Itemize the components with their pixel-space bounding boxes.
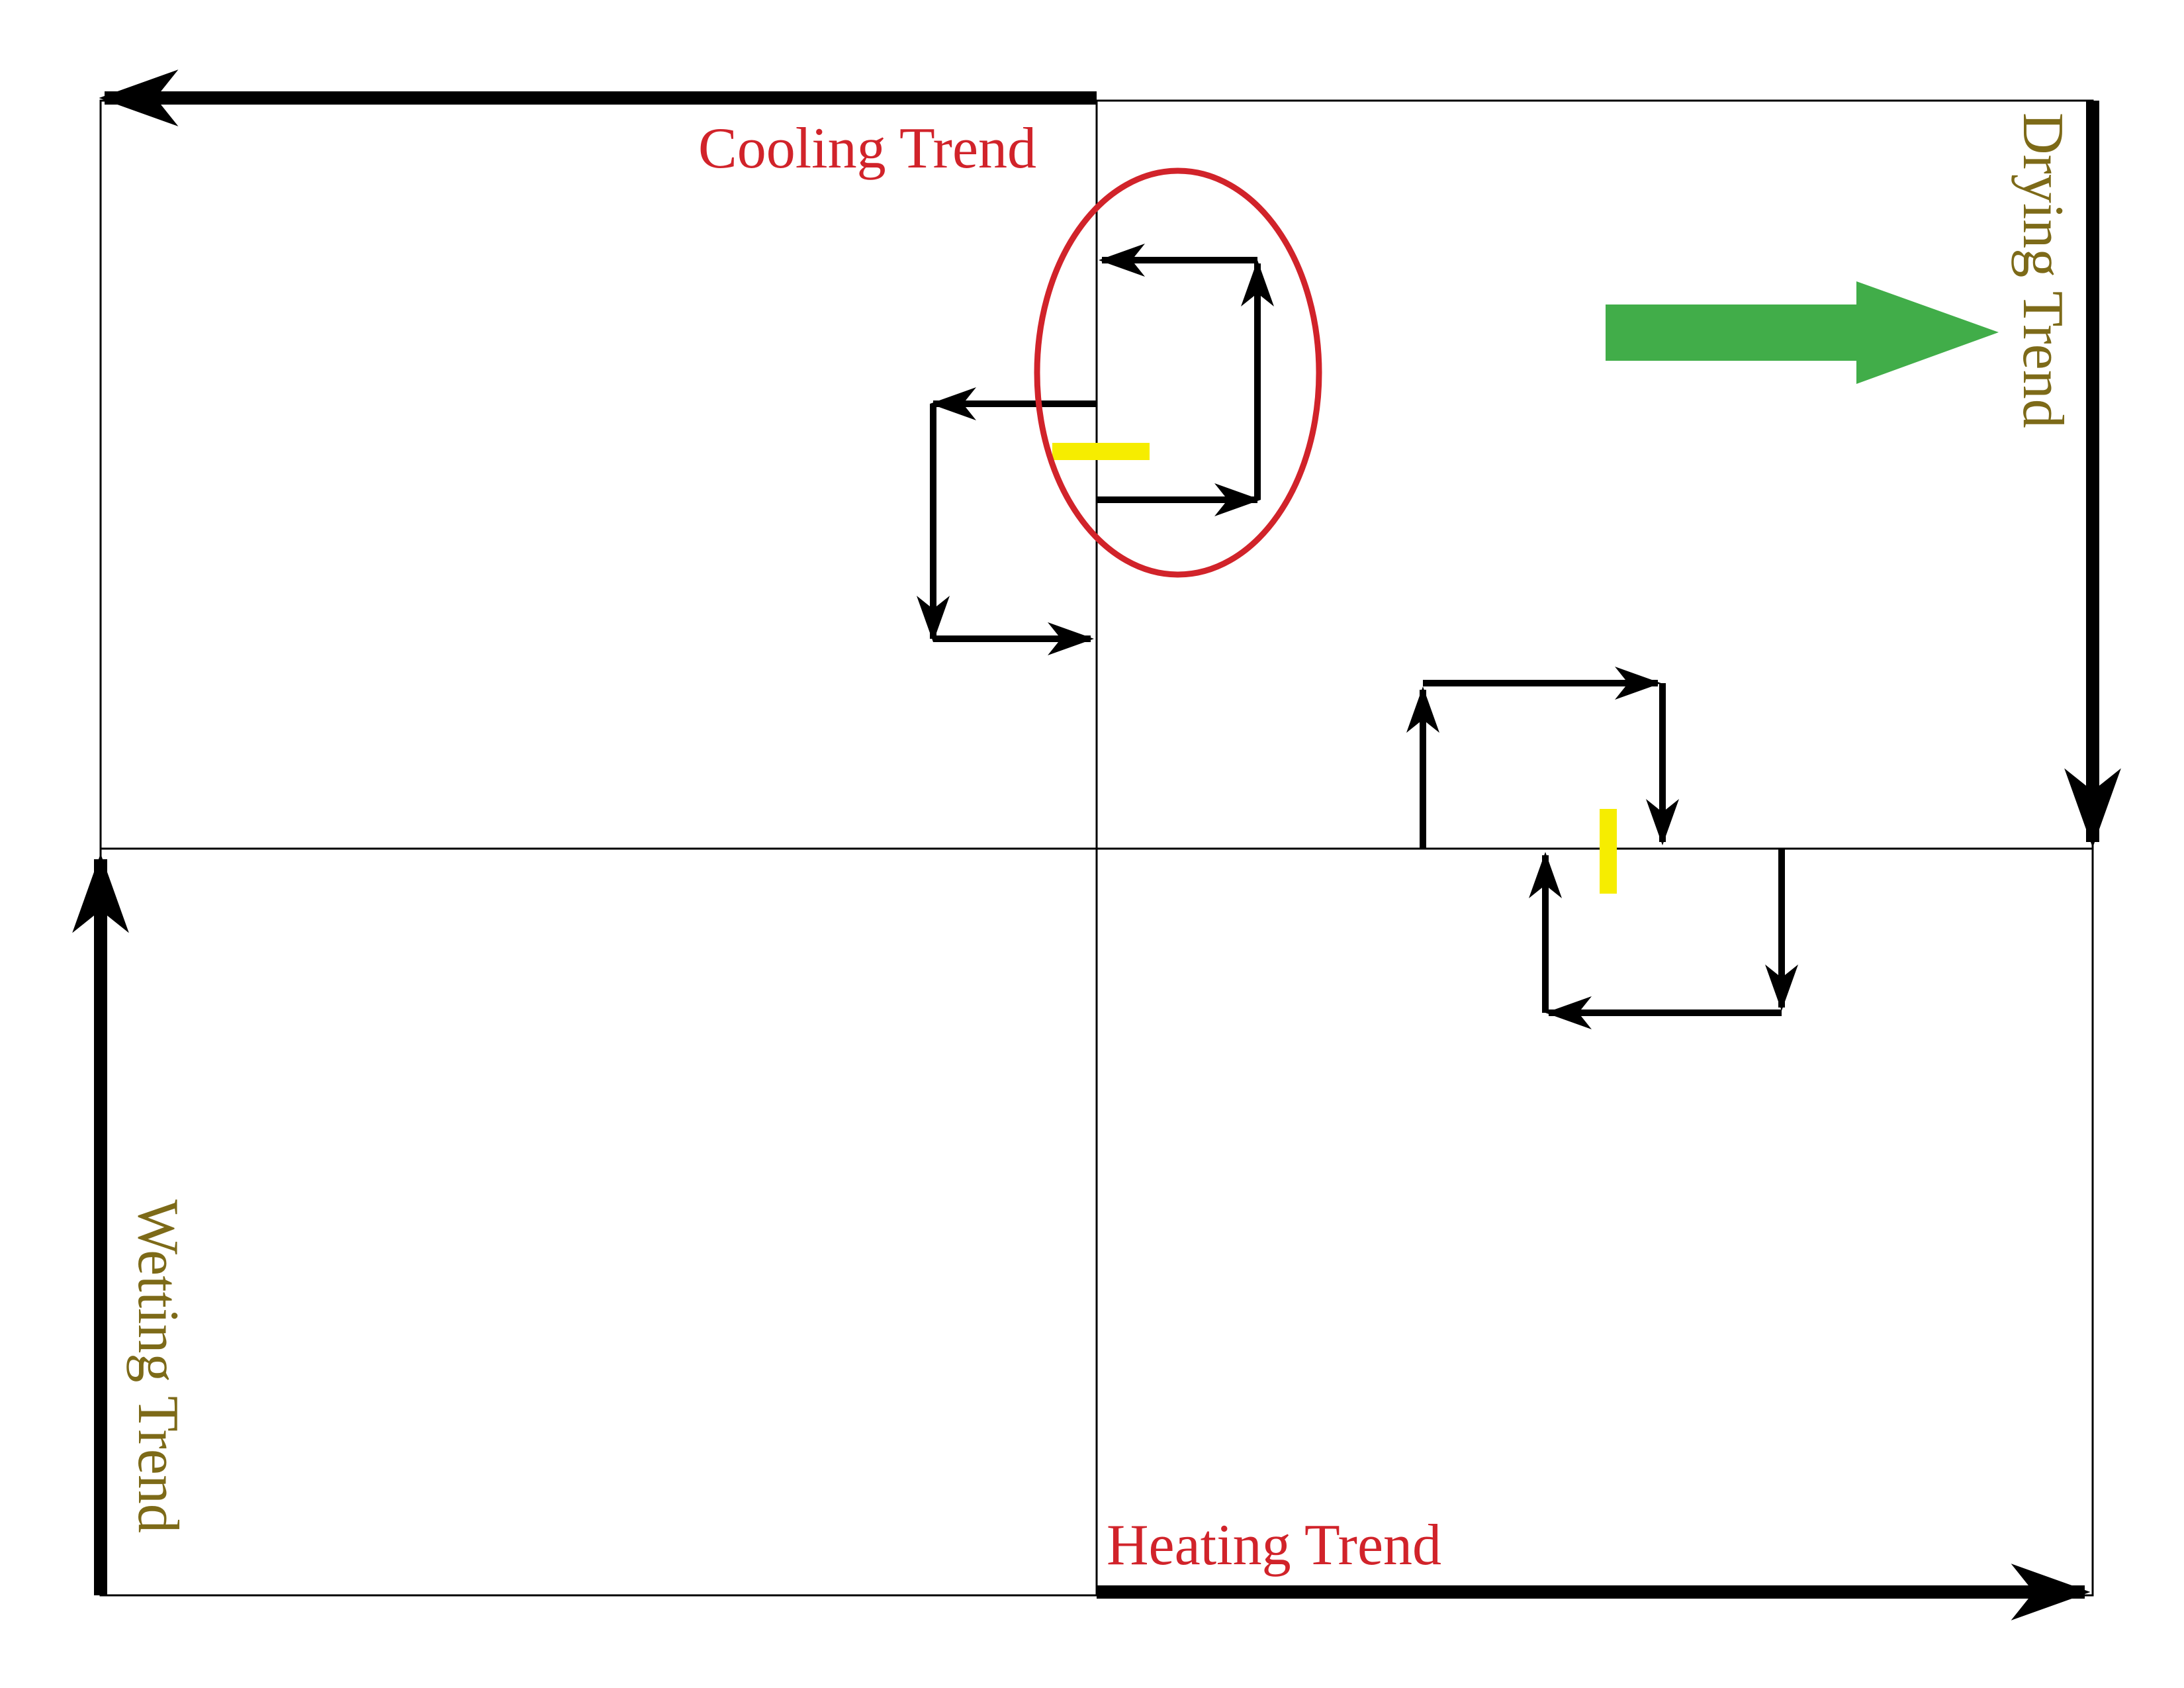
quadrant-bottom-left xyxy=(99,847,1098,1597)
lower-upper-cycle xyxy=(1406,667,1679,849)
green-direction-arrow xyxy=(1606,281,1999,384)
cooling-trend-label: Cooling Trend xyxy=(698,117,1036,181)
quadrant-bottom-right xyxy=(1095,847,2094,1597)
drying-trend-label: Drying Trend xyxy=(2011,113,2075,428)
upper-right-cycle xyxy=(1097,244,1274,516)
upper-left-cycle xyxy=(917,387,1097,655)
heating-trend-label: Heating Trend xyxy=(1107,1513,1441,1577)
quadrant-top-right xyxy=(1095,99,2094,850)
quadrant-top-left xyxy=(99,99,1098,850)
lower-lower-cycle xyxy=(1529,849,1798,1029)
highlight-circle xyxy=(1034,167,1322,578)
wetting-trend-label: Wetting Trend xyxy=(126,1199,190,1533)
